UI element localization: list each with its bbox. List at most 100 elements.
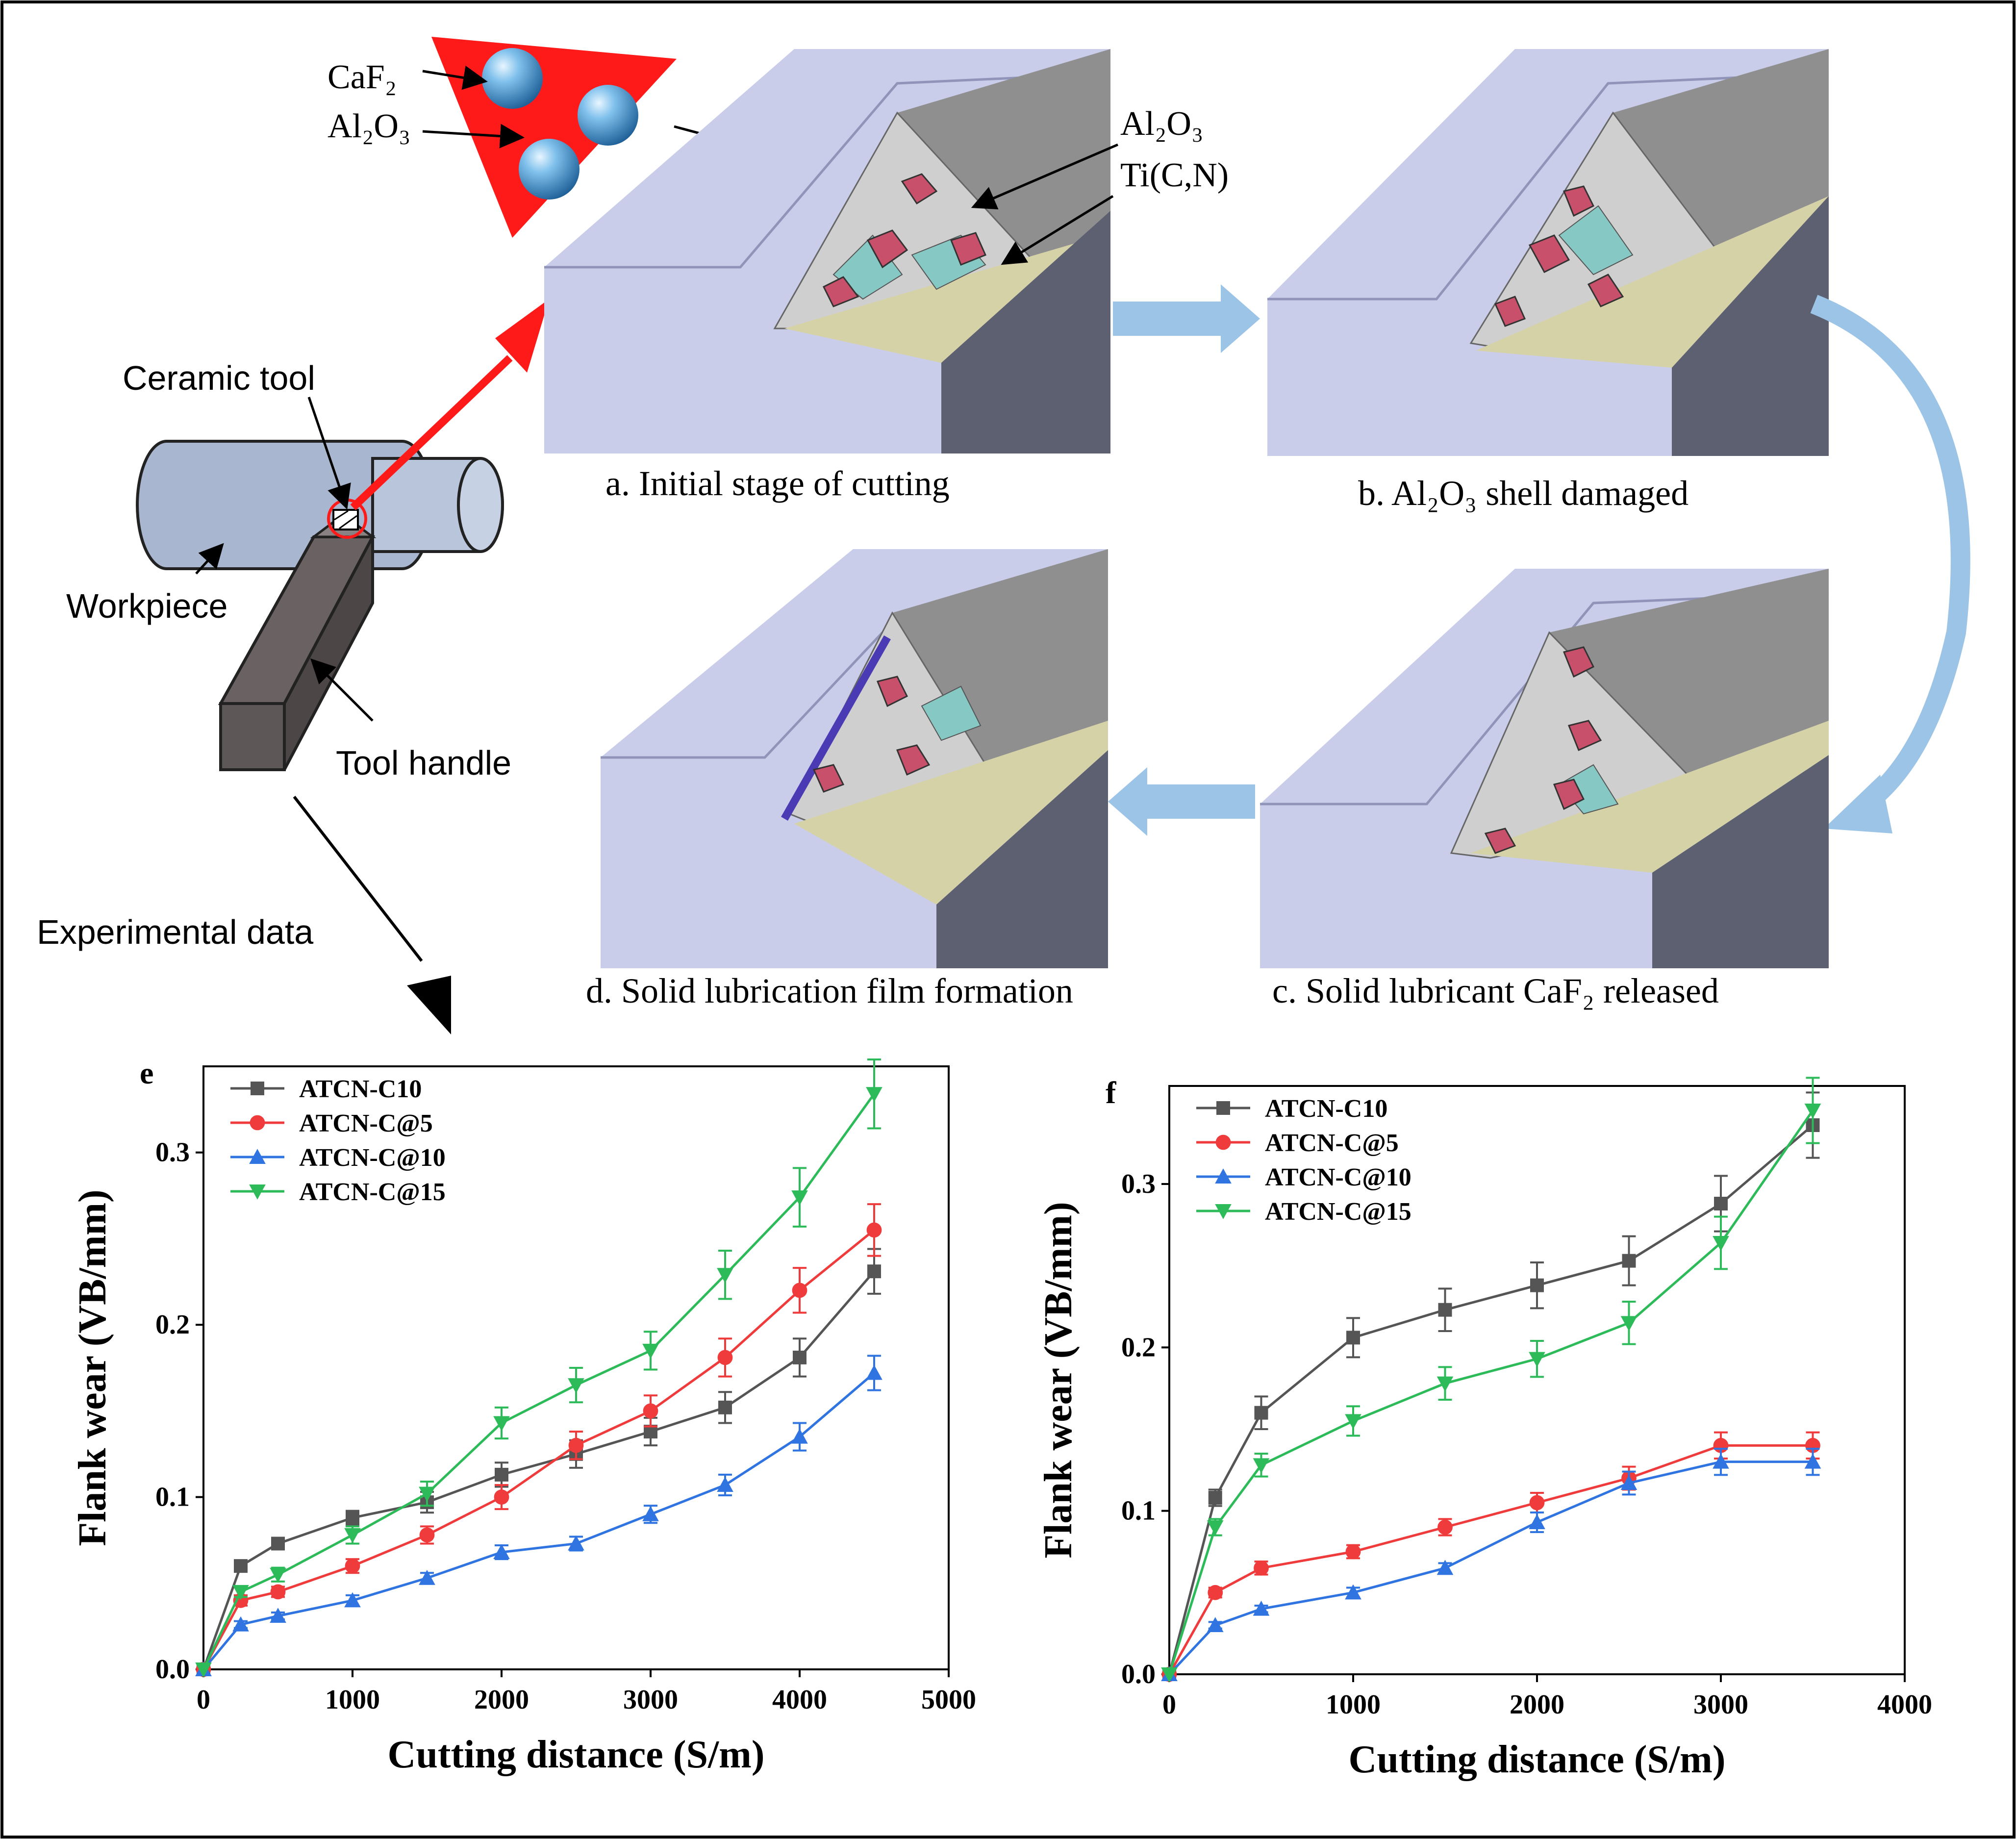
legend-marker (1216, 1101, 1230, 1115)
legend-label: ATCN-C@10 (1265, 1163, 1411, 1191)
leader-tool-handle (310, 658, 374, 722)
legend-label: ATCN-C@10 (299, 1144, 446, 1172)
data-point (494, 1489, 509, 1505)
grain-red (866, 229, 908, 269)
stage-a-block: Al₂O₃ Ti(C,N) a. Initial stage of cuttin… (544, 49, 1229, 503)
legend-label: ATCN-C@15 (1265, 1198, 1411, 1226)
x-tick-label: 4000 (1877, 1689, 1932, 1720)
data-point (234, 1559, 248, 1573)
arrow-to-charts-head (407, 976, 451, 1034)
flow-arrow-b-to-c-head (1824, 775, 1892, 833)
data-point (270, 1567, 286, 1583)
stage-d-caption: d. Solid lubrication film formation (586, 971, 1073, 1010)
x-tick-label: 2000 (1510, 1689, 1564, 1720)
data-point (866, 1364, 882, 1380)
data-point (1804, 1453, 1821, 1469)
grain-red (950, 232, 987, 266)
y-tick-label: 0.3 (155, 1137, 190, 1168)
data-point (1620, 1316, 1638, 1332)
data-point (1254, 1560, 1269, 1576)
y-tick-label: 0.0 (1121, 1659, 1156, 1689)
data-point (1345, 1544, 1361, 1560)
stage-d-block: d. Solid lubrication film formation (586, 549, 1109, 1010)
data-point (1253, 1458, 1270, 1474)
leader-workpiece (195, 543, 224, 575)
grain-red (812, 764, 845, 793)
workpiece-label: Workpiece (66, 587, 227, 625)
data-point (419, 1527, 435, 1543)
x-tick-label: 0 (1162, 1689, 1176, 1720)
x-tick-label: 2000 (474, 1685, 529, 1715)
stage-b-block: b. Al₂O₃ shell damaged (1267, 49, 1829, 513)
data-point (1207, 1617, 1224, 1632)
panel-letter: e (140, 1056, 153, 1090)
x-tick-label: 5000 (921, 1685, 976, 1715)
leader-al2o3-grain (971, 143, 1118, 210)
experimental-data-label: Experimental data (37, 913, 313, 951)
panel-letter: f (1106, 1075, 1116, 1110)
data-point (1161, 1667, 1178, 1683)
particle-ball (578, 85, 638, 146)
tool-handle-label: Tool handle (336, 744, 511, 782)
series-atcn-c-15 (1161, 1077, 1821, 1683)
data-point (1620, 1475, 1638, 1490)
data-point (1529, 1495, 1545, 1511)
data-point (568, 1437, 584, 1453)
y-tick-label: 0.1 (1121, 1496, 1156, 1526)
data-point (642, 1506, 659, 1521)
x-tick-label: 3000 (1693, 1689, 1748, 1720)
data-point (232, 1616, 249, 1632)
data-point (1253, 1600, 1270, 1616)
legend-marker (250, 1115, 265, 1131)
zoom-arrow (350, 299, 549, 510)
data-point (345, 1558, 360, 1574)
data-point (495, 1467, 508, 1482)
leader-ceramic-tool (307, 397, 351, 510)
al2o3-particle-label: Al₂O₃ (328, 107, 410, 145)
data-point (866, 1222, 882, 1238)
data-point (1438, 1303, 1452, 1317)
grain-red (1587, 274, 1624, 307)
legend-marker (249, 1149, 266, 1164)
arrow-to-charts (293, 796, 423, 962)
y-tick-label: 0.1 (155, 1482, 190, 1512)
particle-ball (519, 139, 580, 200)
y-tick-label: 0.2 (155, 1310, 190, 1340)
stage-c-caption: c. Solid lubricant CaF₂ released (1272, 971, 1719, 1010)
grain-red (1494, 296, 1526, 327)
data-point (1713, 1453, 1729, 1469)
x-tick-label: 0 (197, 1685, 210, 1715)
y-axis-label: Flank wear (VB/mm) (71, 1189, 114, 1546)
legend-marker (1215, 1134, 1231, 1150)
stage-b-caption: b. Al₂O₃ shell damaged (1358, 474, 1688, 513)
data-point (1436, 1376, 1454, 1392)
data-point (419, 1486, 435, 1502)
leader-caf2 (422, 65, 488, 90)
series-atcn-c10 (1162, 1091, 1820, 1681)
series-atcn-c-15 (195, 1058, 882, 1678)
grain-red (822, 276, 859, 307)
data-point (1207, 1520, 1224, 1536)
y-axis-label: Flank wear (VB/mm) (1037, 1202, 1080, 1558)
x-axis-label: Cutting distance (S/m) (1349, 1738, 1726, 1781)
data-point (867, 1264, 881, 1279)
machining-sketch: Ceramic tool Workpiece Tool handle Exper… (37, 299, 549, 1034)
y-tick-label: 0.2 (1121, 1332, 1156, 1362)
data-point (1714, 1197, 1728, 1210)
grain-red (1484, 828, 1516, 854)
data-point (791, 1190, 808, 1206)
legend-marker (1215, 1204, 1232, 1219)
data-point (195, 1663, 212, 1678)
flow-arrow-a-to-b (1113, 284, 1260, 353)
grain-red (896, 744, 931, 776)
data-point (1345, 1414, 1361, 1430)
data-point (1254, 1406, 1268, 1420)
data-point (1346, 1331, 1360, 1345)
data-point (642, 1343, 659, 1359)
grain-red (1567, 720, 1602, 752)
x-axis-label: Cutting distance (S/m) (388, 1733, 765, 1776)
data-point (568, 1535, 584, 1551)
